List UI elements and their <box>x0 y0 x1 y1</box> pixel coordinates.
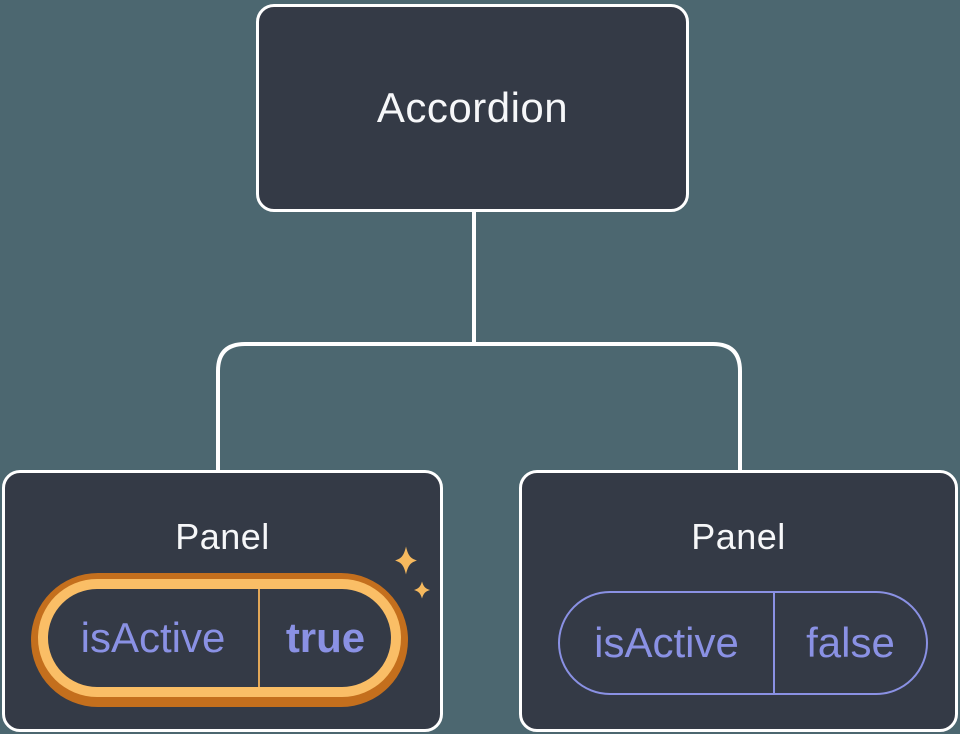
pill-divider <box>773 593 775 693</box>
state-value-label: true <box>285 614 366 661</box>
state-key-label: isActive <box>80 614 226 661</box>
state-pill: isActive true <box>48 589 391 687</box>
panel-title: Panel <box>691 516 786 557</box>
state-pill-highlight-ring: isActive true <box>38 579 401 697</box>
pill-divider <box>258 589 260 687</box>
state-key-label: isActive <box>594 619 739 666</box>
panel-node-active: Panel isActive true <box>2 470 443 732</box>
state-pill-highlighted: isActive true <box>31 573 408 707</box>
panel-title: Panel <box>175 516 270 557</box>
state-value-label: false <box>806 619 895 666</box>
panel-node-inactive: Panel isActive false <box>519 470 958 732</box>
state-pill: isActive false <box>558 591 928 695</box>
accordion-label: Accordion <box>376 84 569 131</box>
accordion-node: Accordion <box>256 4 689 212</box>
